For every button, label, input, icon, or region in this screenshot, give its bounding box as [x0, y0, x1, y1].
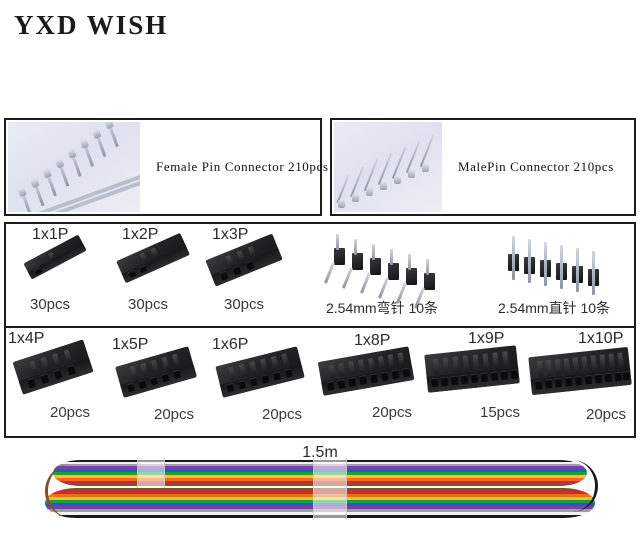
product-title-1x2p: 1x2P	[122, 226, 159, 243]
ribbon-cable-section: 1.5m	[0, 438, 640, 533]
brand-logo: YXD WISH	[14, 10, 169, 40]
panel-female-pin-connector: Female Pin Connector 210pcs	[4, 118, 328, 216]
rainbow-ribbon-cable-photo	[45, 458, 598, 522]
cable-tape-band-center	[313, 458, 347, 520]
product-qty-1x2p: 30pcs	[128, 296, 169, 313]
product-1x10p: 1x10P 20pcs	[526, 328, 636, 436]
product-title-1x6p: 1x6P	[212, 336, 249, 353]
housing-1x6p-image	[215, 346, 305, 398]
product-title-1x10p: 1x10P	[578, 330, 624, 347]
product-qty-1x10p: 20pcs	[586, 406, 627, 423]
product-1x5p: 1x5P 20pcs	[108, 328, 216, 436]
product-title-1x8p: 1x8P	[354, 332, 391, 349]
cable-tape-band-left	[137, 458, 165, 488]
product-title-1x5p: 1x5P	[112, 336, 149, 353]
product-1x4p: 1x4P 20pcs	[6, 328, 114, 436]
bottom-products-row: 1x4P 20pcs 1x5P 20pcs 1x6P	[4, 326, 636, 438]
product-qty-1x9p: 15pcs	[480, 404, 521, 421]
product-title-1x1p: 1x1P	[32, 226, 69, 243]
female-crimp-terminals-photo	[8, 122, 140, 212]
product-qty-1x4p: 20pcs	[50, 404, 91, 421]
product-qty-1x8p: 20pcs	[372, 404, 413, 421]
product-right-angle-header: 2.54mm弯针 10条	[316, 224, 486, 324]
housing-1x8p-image	[317, 346, 415, 396]
product-1x8p: 1x8P 20pcs	[316, 328, 428, 436]
male-crimp-terminals-photo	[334, 122, 442, 212]
product-1x6p: 1x6P 20pcs	[210, 328, 320, 436]
product-qty-1x1p: 30pcs	[30, 296, 71, 313]
product-qty-1x6p: 20pcs	[262, 406, 303, 423]
straight-pin-header-photo	[504, 234, 624, 295]
header-label-straight: 2.54mm直针 10条	[498, 300, 611, 316]
cable-length-label: 1.5m	[302, 444, 338, 461]
product-1x1p: 1x1P 30pcs	[18, 224, 118, 324]
top-panels-row: Female Pin Connector 210pcs MalePin Con	[4, 118, 636, 216]
product-1x2p: 1x2P 30pcs	[110, 224, 220, 324]
right-angle-pin-header-photo	[323, 234, 470, 309]
housing-1x9p-image	[424, 345, 520, 393]
product-qty-1x3p: 30pcs	[224, 296, 265, 313]
product-qty-1x5p: 20pcs	[154, 406, 195, 423]
product-1x3p: 1x3P 30pcs	[202, 224, 312, 324]
product-straight-header: 2.54mm直针 10条	[490, 224, 640, 324]
panel-label-male: MalePin Connector 210pcs	[458, 159, 614, 174]
housing-1x10p-image	[528, 346, 632, 396]
panel-label-female: Female Pin Connector 210pcs	[156, 159, 329, 174]
product-title-1x3p: 1x3P	[212, 226, 249, 243]
header-label-right-angle: 2.54mm弯针 10条	[326, 300, 439, 316]
product-title-1x9p: 1x9P	[468, 330, 505, 347]
product-title-1x4p: 1x4P	[8, 330, 45, 347]
product-1x9p: 1x9P 15pcs	[424, 328, 534, 436]
panel-male-pin-connector: MalePin Connector 210pcs	[330, 118, 636, 216]
middle-products-row: 1x1P 30pcs 1x2P 30pcs 1x3P 30pcs	[4, 222, 636, 326]
